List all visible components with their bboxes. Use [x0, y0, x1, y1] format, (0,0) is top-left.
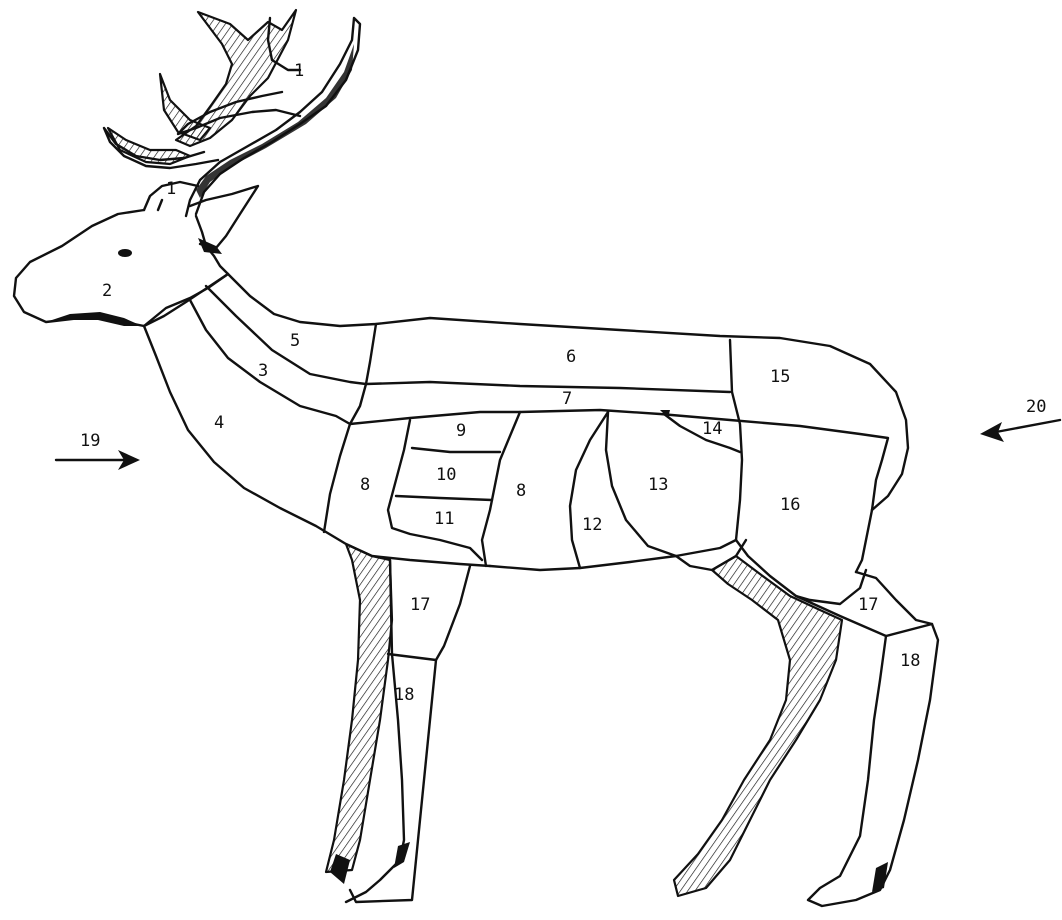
front-legs: [326, 544, 470, 902]
label-arrow-left: 19: [80, 431, 100, 451]
label-antler-lower: 1: [166, 179, 176, 199]
cut-lines: [144, 274, 888, 570]
label-cut-14: 14: [702, 419, 722, 439]
label-cut-11: 11: [434, 509, 454, 529]
label-cut-16: 16: [780, 495, 800, 515]
antlers: [104, 10, 360, 216]
label-head: 2: [102, 281, 112, 301]
label-front-leg-upper: 17: [410, 595, 430, 615]
label-neck-upper: 5: [290, 331, 300, 351]
label-hind-leg-upper: 17: [858, 595, 878, 615]
label-back: 6: [566, 347, 576, 367]
label-cut-9: 9: [456, 421, 466, 441]
label-cut-12: 12: [582, 515, 602, 535]
head: [14, 186, 258, 326]
label-antler-upper: 1: [294, 61, 304, 81]
hind-legs: [674, 540, 938, 906]
label-neck-lower: 4: [214, 413, 224, 433]
label-shoulder-front: 8: [360, 475, 370, 495]
label-loin-strip: 7: [562, 389, 572, 409]
label-front-leg-lower: 18: [394, 685, 414, 705]
body-outline: [144, 274, 908, 572]
label-cut-10: 10: [436, 465, 456, 485]
label-arrow-right: 20: [1026, 397, 1046, 417]
arrows: [56, 420, 1060, 470]
label-cut-15: 15: [770, 367, 790, 387]
label-neck-middle: 3: [258, 361, 268, 381]
label-hind-leg-lower: 18: [900, 651, 920, 671]
label-shoulder-rear: 8: [516, 481, 526, 501]
label-cut-13: 13: [648, 475, 668, 495]
cut-labels: 1 1 2 3 4 5 6 7 8 8 9 10 11 12 13 14 15 …: [80, 61, 1046, 705]
